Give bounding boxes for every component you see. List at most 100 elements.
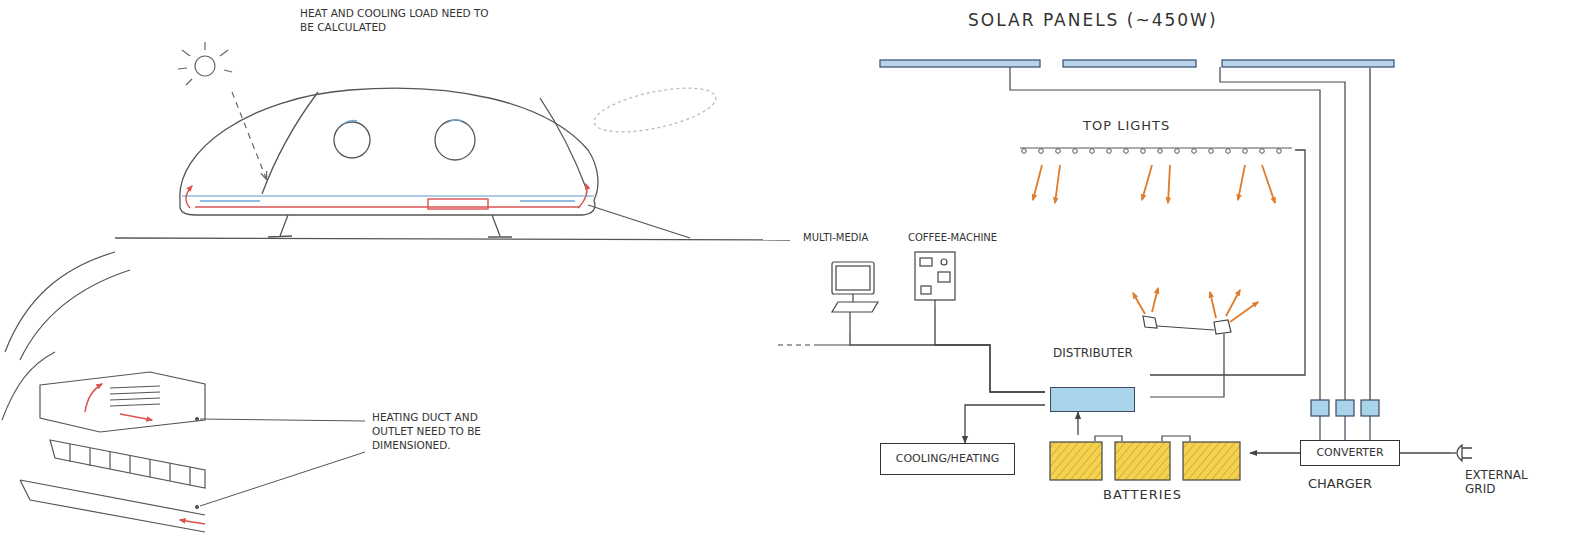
climate-unit-box: COOLING/HEATING xyxy=(880,443,1015,475)
light-rays xyxy=(1168,165,1170,203)
top-lights-row xyxy=(1226,149,1231,154)
top-lights-row xyxy=(1141,149,1146,154)
spotlight-symbols xyxy=(1143,316,1157,328)
light-rays xyxy=(1210,292,1216,318)
sun-symbol xyxy=(195,56,215,76)
top-lights-row xyxy=(1022,149,1027,154)
pod-airflow xyxy=(182,120,594,209)
top-lights-row xyxy=(1124,149,1129,154)
coffee-machine-icon xyxy=(920,258,932,266)
leader-lines xyxy=(200,419,365,421)
top-lights-row: TOP LIGHTS xyxy=(1015,118,1295,158)
battery-cells xyxy=(1115,442,1170,480)
light-rays xyxy=(1238,165,1245,200)
sun-symbol xyxy=(178,68,187,69)
battery-cells xyxy=(1050,436,1240,480)
light-rays xyxy=(1055,165,1060,203)
top-lights-row xyxy=(1056,149,1061,154)
node-label: COOLING/HEATING xyxy=(896,452,999,465)
top-lights-row xyxy=(1039,149,1044,154)
plug-symbol xyxy=(1457,445,1462,461)
solar-panel-bars xyxy=(880,60,1040,67)
multimedia-icon xyxy=(836,266,870,290)
pod-airflow xyxy=(343,120,462,124)
top-lights-row xyxy=(1107,149,1112,154)
node-label: EXTERNAL GRID xyxy=(1465,468,1547,497)
duct-detail-sketch xyxy=(180,520,205,524)
note-anchor: HEAT AND COOLING LOAD NEED TO BE CALCULA… xyxy=(300,6,490,34)
converter-inputs xyxy=(1311,400,1329,416)
top-lights-row xyxy=(1020,148,1292,149)
coffee-machine-icon xyxy=(921,286,931,294)
connector-group xyxy=(850,68,1450,453)
distributor-unit: DISTRIBUTER xyxy=(1045,340,1150,412)
pod-airflow xyxy=(186,186,192,208)
converter-inputs xyxy=(1320,416,1370,440)
node-label: MULTI-MEDIA xyxy=(803,232,868,244)
top-lights-row xyxy=(1260,149,1265,154)
light-rays xyxy=(1133,293,1145,314)
converter-charger: CONVERTERCHARGER xyxy=(1300,400,1400,505)
wire-connector xyxy=(1369,68,1370,400)
sun-symbol xyxy=(204,42,205,50)
coffee-machine-icon xyxy=(934,300,935,307)
spotlight-symbols xyxy=(1143,316,1231,397)
duct-detail-sketch xyxy=(40,372,205,432)
pod-outline xyxy=(435,120,475,160)
light-rays xyxy=(1152,288,1158,312)
panel-wires xyxy=(1010,67,1345,400)
light-rays xyxy=(1033,165,1042,200)
sun-symbol xyxy=(178,42,266,178)
duct-detail-sketch xyxy=(20,480,205,532)
pod-outline xyxy=(588,205,690,238)
duct-detail-sketch xyxy=(50,440,205,488)
spotlight-symbols xyxy=(1157,326,1214,330)
top-lights-row xyxy=(1020,148,1292,153)
leader-lines xyxy=(195,417,365,508)
battery-cells xyxy=(1162,436,1190,441)
duct-detail-sketch xyxy=(110,386,160,406)
wire-connector xyxy=(1250,452,1300,453)
battery-cells xyxy=(1050,442,1102,480)
leader-lines xyxy=(200,452,365,506)
pod-outline xyxy=(180,88,598,200)
pod-outline xyxy=(591,80,720,141)
sun-symbol xyxy=(182,50,190,56)
light-rays xyxy=(1226,290,1240,316)
battery-cells xyxy=(1183,442,1240,480)
plug-symbol xyxy=(1462,448,1472,458)
wire-connector xyxy=(965,405,1045,443)
sun-symbol xyxy=(224,70,232,72)
converter-inputs xyxy=(1336,400,1354,416)
plug-symbol xyxy=(1450,445,1472,461)
duct-detail-sketch xyxy=(85,384,102,412)
annotation-note: HEATING DUCT AND OUTLET NEED TO BE DIMEN… xyxy=(372,410,512,453)
annotation-note: HEAT AND COOLING LOAD NEED TO BE CALCULA… xyxy=(300,6,490,34)
node-label: CONVERTER xyxy=(1316,446,1383,459)
light-rays xyxy=(1033,165,1275,322)
duct-detail-sketch xyxy=(5,252,115,352)
top-lights-row xyxy=(1209,149,1214,154)
panel-wires xyxy=(1220,67,1345,400)
solar-panel-bars xyxy=(1222,60,1394,67)
node-label: BATTERIES xyxy=(1103,487,1182,503)
note-anchor: HEATING DUCT AND OUTLET NEED TO BE DIMEN… xyxy=(372,410,512,453)
solar-panel-array: SOLAR PANELS (~450W) xyxy=(878,8,1398,68)
leader-lines xyxy=(195,505,198,508)
multimedia-icon xyxy=(832,302,878,312)
multimedia-icon xyxy=(832,262,874,294)
top-lights-row xyxy=(1158,149,1163,154)
solar-panel-bars xyxy=(1063,60,1196,67)
duct-detail-sketch xyxy=(2,252,205,532)
top-lights-row xyxy=(1277,149,1282,154)
battery-cells xyxy=(1095,436,1122,441)
multimedia-icon xyxy=(778,262,878,345)
wire-connector xyxy=(850,332,1045,392)
solar-panel-bars xyxy=(880,60,1394,67)
multimedia-terminal: MULTI-MEDIA xyxy=(795,232,890,332)
battery-bank: BATTERIES xyxy=(1045,435,1250,515)
pod-airflow xyxy=(182,195,594,196)
coffee-machine-icon xyxy=(938,272,950,282)
